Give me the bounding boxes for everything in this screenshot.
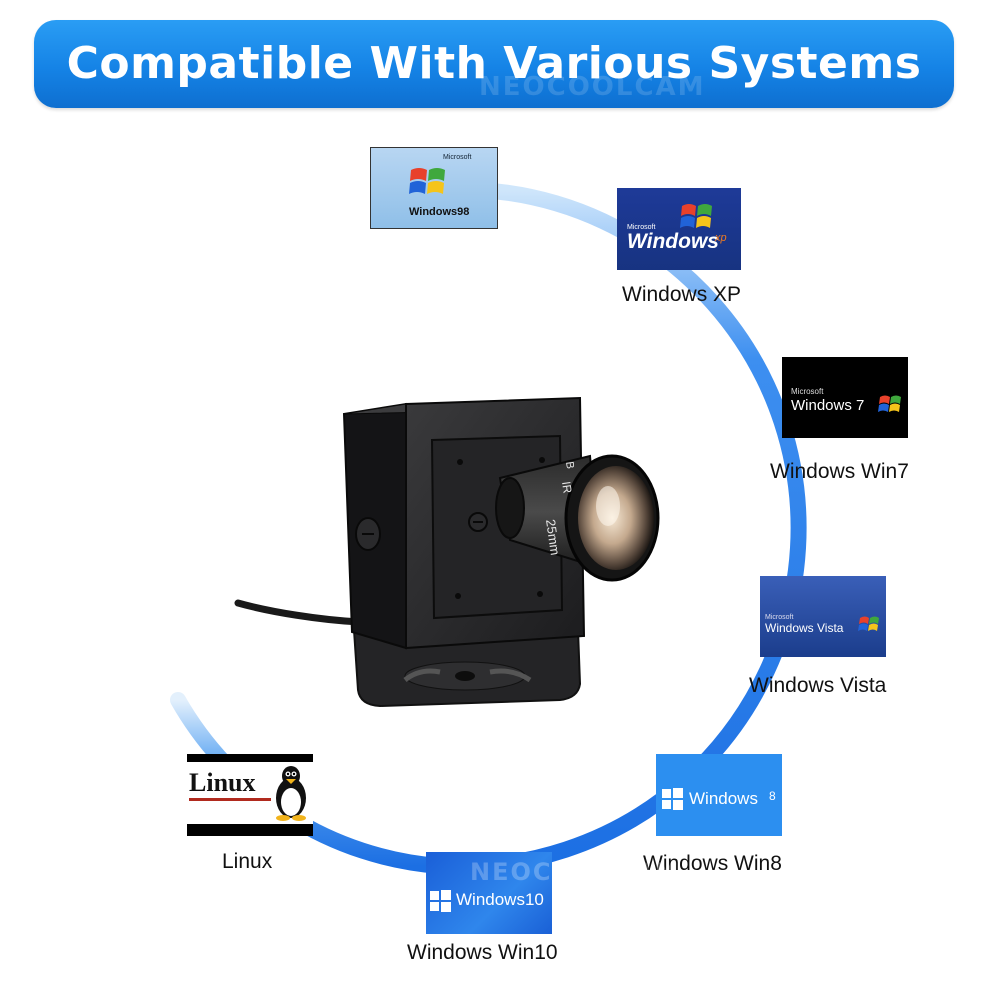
- watermark-text: NEOCOOLCAM: [479, 72, 706, 102]
- windows10-logo: Windows10: [426, 852, 552, 934]
- logo-brand-text: Microsoft: [443, 154, 472, 161]
- windows98-logo: Microsoft Windows98: [370, 147, 498, 229]
- watermark-text-bottom: NEOCOOLCAM: [470, 858, 681, 886]
- windows-flag-icon: [409, 168, 445, 194]
- windows8-logo: Windows 8: [656, 754, 782, 836]
- logo-sup-text: xp: [715, 232, 727, 244]
- logo-main-text: Windows10: [456, 890, 544, 909]
- logo-sup-text: 8: [769, 789, 776, 803]
- linux-logo: Linux: [187, 754, 313, 836]
- windows-flag-icon: [662, 788, 683, 810]
- logo-brand-text: Microsoft: [627, 224, 656, 231]
- tux-penguin-icon: [276, 766, 306, 821]
- windows-flag-icon: [858, 616, 879, 631]
- caption-windows-7: Windows Win7: [770, 460, 909, 483]
- logo-main-text: Linux: [189, 768, 256, 797]
- logo-main-text: Windows: [627, 230, 719, 253]
- caption-windows-10: Windows Win10: [407, 941, 558, 964]
- windows-flag-icon: [878, 395, 901, 412]
- windows-xp-logo: Microsoft Windows xp: [617, 188, 741, 270]
- caption-linux: Linux: [222, 850, 273, 873]
- lens-focal-text: 25mm: [543, 518, 563, 556]
- windows7-logo: Microsoft Windows 7: [782, 357, 908, 438]
- logo-main-text: Windows Vista: [765, 621, 844, 635]
- logo-main-text: Windows: [689, 789, 758, 808]
- lens-ir-text: IR: [559, 480, 575, 494]
- windows-flag-icon: [680, 204, 712, 228]
- caption-windows-vista: Windows Vista: [749, 674, 887, 697]
- caption-windows-xp: Windows XP: [622, 283, 742, 306]
- windows-flag-icon: [430, 890, 451, 912]
- banner-title: Compatible With Various Systems: [66, 38, 922, 89]
- title-banner: Compatible With Various Systems NEOCOOLC…: [34, 20, 954, 108]
- logo-main-text: Windows 7: [791, 397, 865, 414]
- windows-vista-logo: Microsoft Windows Vista: [760, 576, 886, 657]
- lens-top-text: B: [563, 461, 576, 470]
- caption-windows-8: Windows Win8: [643, 852, 782, 875]
- camera-cable: [234, 599, 364, 626]
- logo-brand-text: Microsoft: [765, 614, 794, 621]
- logo-main-text: Windows98: [409, 206, 470, 218]
- logo-brand-text: Microsoft: [791, 387, 824, 396]
